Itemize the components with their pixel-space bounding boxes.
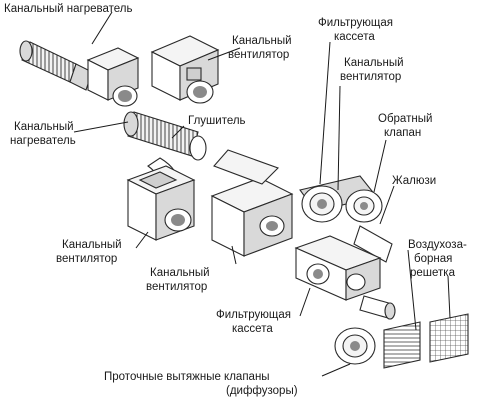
label-silencer: Глушитель bbox=[188, 115, 246, 127]
svg-text:Обратный: Обратный bbox=[378, 113, 432, 125]
label-diffusers: Проточные вытяжные клапаны (диффузоры) bbox=[104, 371, 298, 397]
right-fan-cluster bbox=[299, 175, 393, 263]
svg-text:Канальный нагреватель: Канальный нагреватель bbox=[4, 3, 133, 15]
label-fan-left: Канальный вентилятор bbox=[56, 239, 122, 265]
label-louvers: Жалюзи bbox=[392, 175, 436, 187]
svg-text:Проточные вытяжные клапаны: Проточные вытяжные клапаны bbox=[104, 371, 270, 383]
top-duct-heater bbox=[19, 40, 93, 91]
svg-text:Жалюзи: Жалюзи bbox=[392, 175, 436, 187]
svg-text:вентилятор: вентилятор bbox=[146, 281, 207, 293]
lower-filter-cassettes bbox=[294, 235, 382, 301]
svg-text:Канальный: Канальный bbox=[344, 57, 404, 69]
label-filter-bottom: Фильтрующая кассета bbox=[216, 309, 291, 335]
left-duct-fan bbox=[126, 165, 196, 241]
label-heater-top: Канальный нагреватель bbox=[4, 3, 133, 15]
label-fan-right: Канальный вентилятор bbox=[340, 57, 404, 83]
svg-text:Воздухоза-: Воздухоза- bbox=[408, 239, 467, 251]
svg-text:решетка: решетка bbox=[410, 267, 456, 279]
intake-grille bbox=[429, 313, 469, 363]
silencer bbox=[123, 111, 207, 161]
check-valve bbox=[359, 295, 396, 320]
svg-text:вентилятор: вентилятор bbox=[228, 49, 289, 61]
svg-text:Фильтрующая: Фильтрующая bbox=[216, 309, 291, 321]
top-fan-box bbox=[86, 47, 140, 107]
svg-text:Фильтрующая: Фильтрующая bbox=[318, 17, 393, 29]
svg-text:Канальный: Канальный bbox=[232, 35, 292, 47]
svg-text:клапан: клапан bbox=[384, 127, 421, 139]
svg-text:Канальный: Канальный bbox=[14, 121, 74, 133]
svg-text:нагреватель: нагреватель bbox=[10, 135, 76, 147]
label-fan-center: Канальный вентилятор bbox=[146, 267, 210, 293]
svg-text:кассета: кассета bbox=[334, 31, 375, 43]
label-heater-left: Канальный нагреватель bbox=[10, 121, 76, 147]
label-filter-top: Фильтрующая кассета bbox=[318, 17, 393, 43]
diffuser bbox=[334, 327, 376, 365]
label-fan-top: Канальный вентилятор bbox=[228, 35, 292, 61]
svg-text:Глушитель: Глушитель bbox=[188, 115, 246, 127]
svg-text:Канальный: Канальный bbox=[62, 239, 122, 251]
svg-text:вентилятор: вентилятор bbox=[340, 71, 401, 83]
svg-text:вентилятор: вентилятор bbox=[56, 253, 117, 265]
label-check-valve: Обратный клапан bbox=[378, 113, 432, 139]
louver-grille bbox=[383, 321, 421, 369]
svg-text:(диффузоры): (диффузоры) bbox=[226, 385, 298, 397]
label-intake-grille: Воздухоза- борная решетка bbox=[408, 239, 467, 279]
svg-text:кассета: кассета bbox=[232, 323, 273, 335]
top-duct-fan bbox=[150, 35, 220, 104]
leader-lines bbox=[73, 11, 451, 377]
center-duct-fan bbox=[210, 149, 294, 257]
svg-text:Канальный: Канальный bbox=[150, 267, 210, 279]
svg-text:борная: борная bbox=[414, 253, 452, 265]
